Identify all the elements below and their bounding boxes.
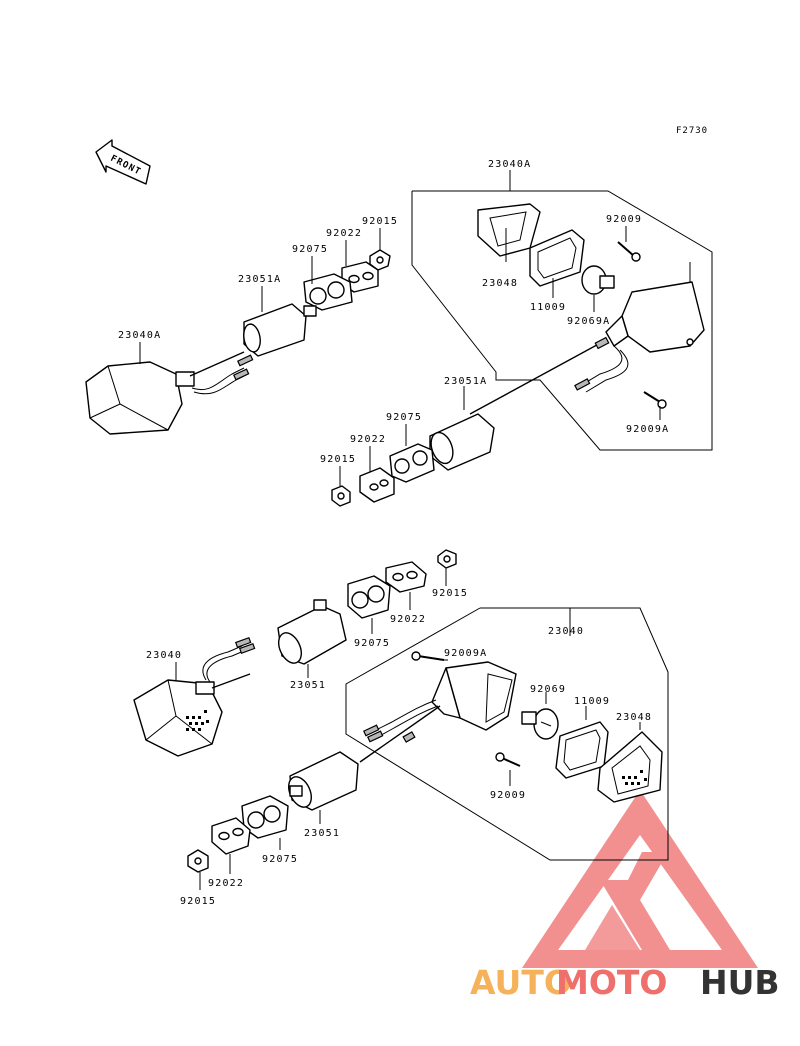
boot-23051A-right <box>429 386 495 471</box>
plate-92022-b-low <box>211 817 251 874</box>
label-11009-top: 11009 <box>530 302 566 313</box>
label-92009A-bottom: 92009A <box>444 648 487 659</box>
watermark-logo <box>522 790 758 968</box>
screw-92009-top <box>617 226 641 262</box>
label-92022-right-top: 92022 <box>350 434 386 445</box>
boot-23051-b-top <box>277 599 347 678</box>
label-23051A-right: 23051A <box>444 376 487 387</box>
nut-92015-right-top <box>331 466 351 507</box>
assembly-box-top <box>411 190 713 451</box>
label-23040A-top: 23040A <box>488 159 531 170</box>
figure-code: F2730 <box>676 126 708 136</box>
label-92015-left-top: 92015 <box>362 216 398 227</box>
label-92075-b-low: 92075 <box>262 854 298 865</box>
label-92075-b-top: 92075 <box>354 638 390 649</box>
label-23040A-left: 23040A <box>118 330 161 341</box>
bulb-92069A <box>581 265 615 312</box>
label-92069A: 92069A <box>567 316 610 327</box>
grommet-92075-left-top <box>303 256 353 311</box>
screw-92009A-top <box>643 391 667 420</box>
label-23051-b-low: 23051 <box>304 828 340 839</box>
signal-housing-23040A-left <box>85 342 254 435</box>
plate-92022-right-top <box>359 446 395 503</box>
label-92015-b-top: 92015 <box>432 588 468 599</box>
label-23051A-left: 23051A <box>238 274 281 285</box>
boot-23051A-left <box>243 286 317 357</box>
label-23048-top: 23048 <box>482 278 518 289</box>
label-23040-left: 23040 <box>146 650 182 661</box>
watermark-moto: MOTO <box>556 963 667 1002</box>
front-arrow-icon: FRONT <box>95 139 151 185</box>
lens-23048-top <box>477 203 541 262</box>
grommet-92075-b-top <box>347 575 391 634</box>
label-92015-right-top: 92015 <box>320 454 356 465</box>
nut-92015-b-low <box>187 849 209 890</box>
label-92069: 92069 <box>530 684 566 695</box>
nut-92015-b-top <box>437 549 457 586</box>
nut-92015-left-top <box>369 228 391 271</box>
watermark-text: AUTO MOTO HUB <box>470 963 780 1002</box>
plate-92022-b-top <box>385 561 427 610</box>
label-92015-b-low: 92015 <box>180 896 216 907</box>
label-92009-bottom: 92009 <box>490 790 526 801</box>
signal-housing-23040-right <box>359 661 517 763</box>
label-92022-b-low: 92022 <box>208 878 244 889</box>
screw-92009A-bottom <box>411 651 445 661</box>
label-23051-b-top: 23051 <box>290 680 326 691</box>
label-92022-left-top: 92022 <box>326 228 362 239</box>
label-11009-bottom: 11009 <box>574 696 610 707</box>
label-92075-right-top: 92075 <box>386 412 422 423</box>
assembly-box-bottom <box>345 607 669 861</box>
signal-housing-23040-left <box>133 636 256 757</box>
screw-92009-bottom <box>495 752 521 786</box>
watermark-auto: AUTO <box>470 963 572 1002</box>
bulb-92069 <box>521 692 559 740</box>
gasket-11009-top <box>529 229 585 298</box>
lens-23048-bottom <box>597 722 663 803</box>
label-92009A-top: 92009A <box>626 424 669 435</box>
label-92009-top: 92009 <box>606 214 642 225</box>
label-92075-left-top: 92075 <box>292 244 328 255</box>
signal-housing-23040A-right <box>469 262 705 415</box>
grommet-92075-right-top <box>389 424 435 483</box>
label-23040-right: 23040 <box>548 626 584 637</box>
label-23048-bottom: 23048 <box>616 712 652 723</box>
watermark-hub: HUB <box>700 963 780 1002</box>
label-92022-b-top: 92022 <box>390 614 426 625</box>
boot-23051-b-low <box>287 751 359 824</box>
grommet-92075-b-low <box>241 795 289 850</box>
